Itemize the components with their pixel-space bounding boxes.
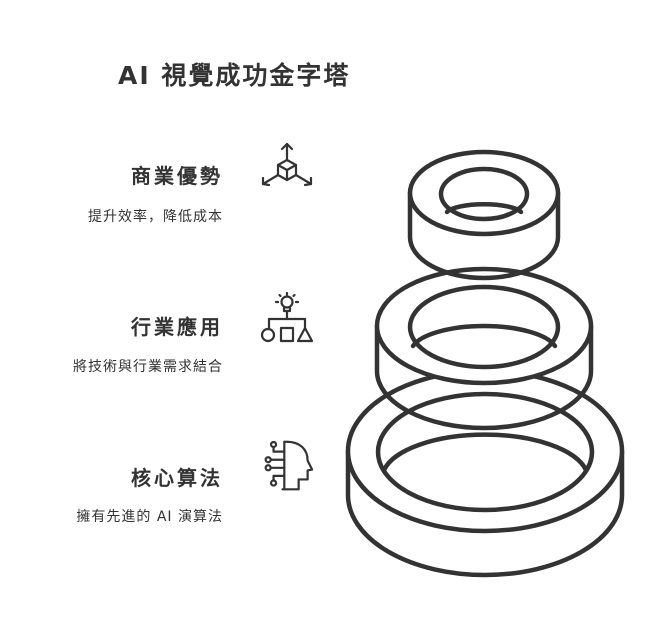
ring-middle — [377, 269, 591, 428]
ring-bottom — [348, 371, 622, 575]
level-1-description: 提升效率，降低成本 — [88, 209, 223, 225]
ring-top — [410, 152, 558, 278]
cube-arrows-icon — [258, 140, 316, 192]
level-2-description: 將技術與行業需求結合 — [73, 359, 223, 375]
ai-head-icon — [258, 440, 316, 492]
level-2-heading: 行業應用 — [131, 315, 223, 339]
level-3-heading: 核心算法 — [131, 466, 223, 490]
level-1-heading: 商業優勢 — [131, 164, 223, 188]
page-title: AI 視覺成功金字塔 — [118, 61, 351, 90]
level-3-description: 擁有先進的 AI 演算法 — [76, 509, 223, 525]
lightbulb-shapes-icon — [258, 292, 316, 344]
